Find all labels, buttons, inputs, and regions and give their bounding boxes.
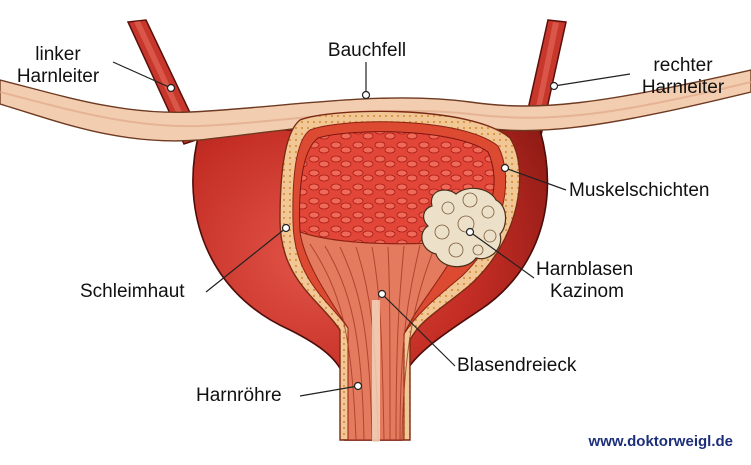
label-carcinoma-line1: Harnblasen xyxy=(536,259,634,280)
label-trigone: Blasendreieck xyxy=(457,355,577,376)
label-carcinoma-line2: Kazinom xyxy=(550,281,624,302)
label-mucosa: Schleimhaut xyxy=(80,281,185,302)
label-right-ureter-line1: rechter xyxy=(653,55,713,76)
label-left-ureter-line1: linker xyxy=(35,44,81,65)
leader-lines xyxy=(112,61,631,397)
carcinoma-shape xyxy=(421,187,507,268)
label-left-ureter-line2: Harnleiter xyxy=(16,66,100,87)
label-muscle-layers: Muskelschichten xyxy=(569,180,710,201)
label-markers xyxy=(166,81,559,391)
label-urethra: Harnröhre xyxy=(196,385,282,406)
label-left-ureter: linker Harnleiter xyxy=(6,44,110,88)
label-right-ureter-line2: Harnleiter xyxy=(641,77,725,98)
credit-url[interactable]: www.doktorweigl.de xyxy=(588,433,733,450)
label-peritoneum: Bauchfell xyxy=(327,40,407,61)
label-right-ureter: rechter Harnleiter xyxy=(628,55,738,99)
label-carcinoma: Harnblasen Kazinom xyxy=(536,259,633,303)
